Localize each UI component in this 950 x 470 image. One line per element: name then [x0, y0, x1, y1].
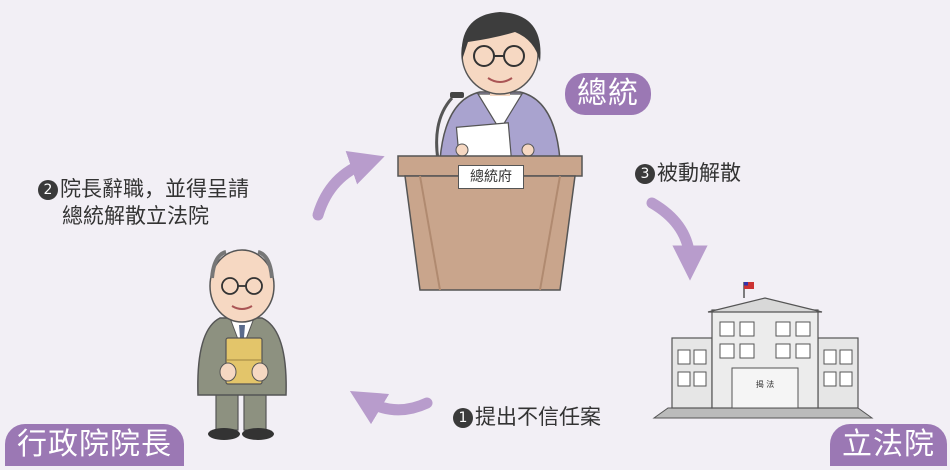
building-sign: 揭 法 — [756, 379, 775, 389]
flag-icon — [743, 282, 754, 298]
envelope-icon — [219, 337, 269, 385]
microphone-icon — [435, 92, 464, 161]
premier-label: 行政院院長 — [5, 424, 184, 466]
step-2-line-2: 總統解散立法院 — [62, 204, 209, 228]
president-figure-icon — [439, 12, 561, 166]
step-2-line-1: 院長辭職，並得呈請 — [60, 177, 249, 201]
podium-icon — [397, 155, 583, 291]
curved-arrow-icon — [646, 197, 708, 281]
podium-sign: 總統府 — [458, 165, 524, 189]
step-3-number: 3 — [635, 164, 655, 184]
president-label: 總統 — [565, 73, 651, 115]
legislative-building-icon: 揭 法 — [652, 297, 874, 419]
step-1-label: 提出不信任案 — [475, 405, 601, 429]
curved-arrow-icon — [349, 390, 433, 425]
curved-arrow-icon — [312, 151, 385, 221]
step-2-number: 2 — [38, 180, 58, 200]
step-3-label: 被動解散 — [657, 161, 741, 185]
step-1-number: 1 — [453, 408, 473, 428]
legislature-label: 立法院 — [830, 424, 947, 466]
